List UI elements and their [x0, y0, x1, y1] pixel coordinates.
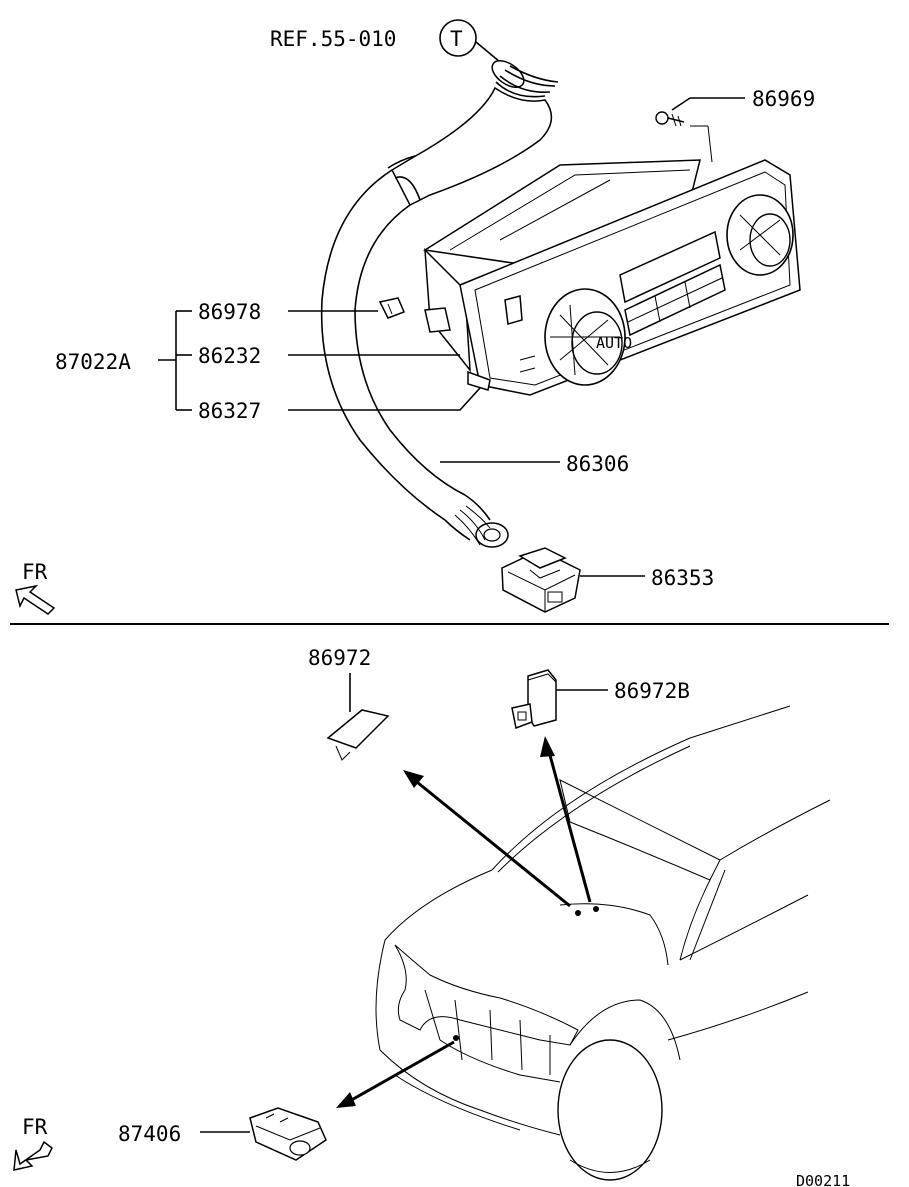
front-indicator-bottom: FR: [22, 1115, 48, 1139]
label-86327: 86327: [198, 399, 261, 423]
sensor-87406: [249, 1107, 327, 1161]
label-87406: 87406: [118, 1122, 181, 1146]
front-indicator-top: FR: [22, 560, 48, 584]
left-knob: AUTO: [544, 288, 632, 386]
label-86972: 86972: [308, 646, 371, 670]
sensor-86972B: [511, 669, 557, 730]
sensor-cover-86972: [326, 709, 390, 761]
unit-bracket: [424, 307, 451, 333]
heater-control-unit: AUTO: [422, 159, 801, 396]
diagram-code: D00211: [796, 1172, 850, 1187]
ref-leader-line: [475, 41, 501, 63]
pointer-arrow-87406: [336, 1040, 455, 1108]
label-87022A: 87022A: [55, 350, 131, 374]
right-knob: [726, 194, 794, 276]
leader-86969c: [690, 125, 713, 163]
ref-circle: T: [439, 19, 477, 57]
front-arrow-bottom-icon: [13, 1140, 53, 1171]
label-86969: 86969: [752, 87, 815, 111]
label-86972B: 86972B: [614, 679, 690, 703]
front-arrow-top-icon: [15, 584, 56, 615]
knob-auto-mark: AUTO: [596, 334, 632, 352]
connector-86353: [501, 547, 581, 613]
ref-circle-letter: T: [450, 27, 463, 51]
aspirator-hose: [320, 60, 559, 548]
label-86306: 86306: [566, 452, 629, 476]
ref-label: REF.55-010: [270, 27, 396, 51]
label-86978: 86978: [198, 300, 261, 324]
pointer-arrow-86972B: [540, 736, 592, 903]
pointer-arrow-86972: [403, 770, 571, 908]
bracket-87022A: [158, 310, 192, 411]
screw-86969: [655, 111, 685, 127]
leader-86327: [288, 387, 481, 411]
clip-86978: [378, 297, 405, 319]
label-86353: 86353: [651, 566, 714, 590]
vehicle-outline: [375, 705, 831, 1181]
leader-86969b: [671, 97, 691, 111]
label-86232: 86232: [198, 344, 261, 368]
